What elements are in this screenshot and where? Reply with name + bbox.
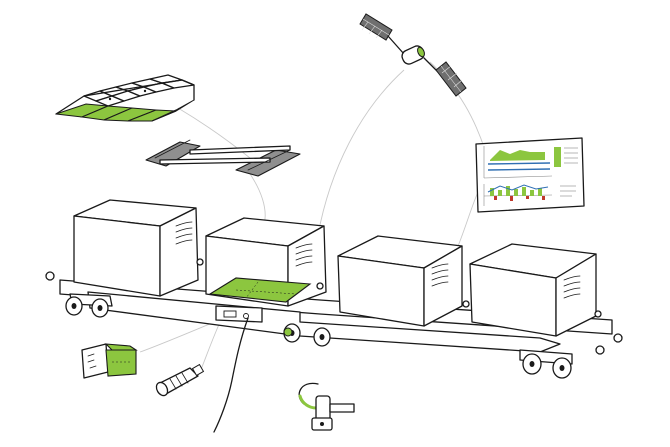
sensor-module-icon xyxy=(81,343,138,379)
bogie-front xyxy=(45,271,113,318)
rail-mount-icon xyxy=(145,139,301,177)
cable-gland-icon xyxy=(155,363,205,397)
dashboard-chart-bottom xyxy=(483,184,576,206)
battery-container-1 xyxy=(73,199,204,297)
battery-container-3 xyxy=(337,235,470,327)
solar-panel-array-icon xyxy=(55,74,195,122)
satellite-icon xyxy=(359,13,467,97)
power-connector-icon xyxy=(298,382,355,431)
battery-container-4 xyxy=(469,243,602,337)
dashboard-chart-top xyxy=(483,146,578,179)
monitoring-dashboard-icon xyxy=(475,137,585,213)
bogie-rear xyxy=(519,333,623,379)
control-box-icon xyxy=(213,305,263,433)
power-connector-top-icon xyxy=(283,327,293,337)
battery-tray-highlight xyxy=(208,277,312,303)
